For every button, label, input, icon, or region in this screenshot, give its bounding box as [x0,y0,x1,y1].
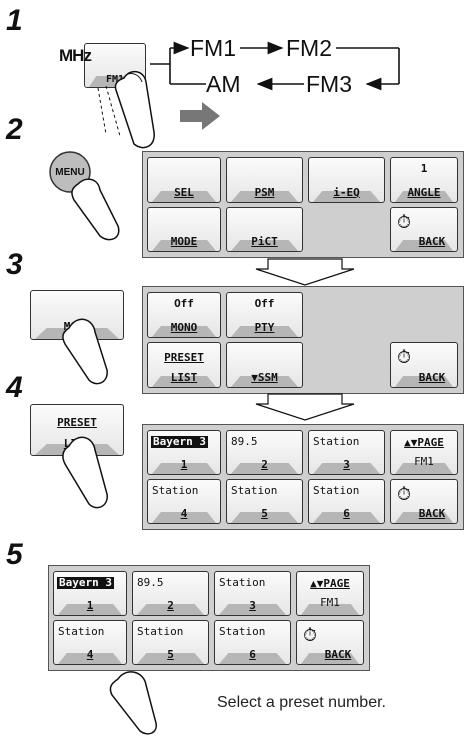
timer-icon: ⏱ [397,212,412,232]
menu-press-graphic [49,151,120,241]
down-arrow-icon [255,393,355,421]
down-arrow-icon [255,258,355,286]
timer-icon: ⏱ [397,484,412,504]
timer-icon: ⏱ [303,625,318,645]
back-button[interactable]: ⏱ BACK [390,207,458,252]
mhz-icon: MHz [59,46,92,65]
page-arrows-icon: ▲▼ [404,436,418,449]
pict-button[interactable]: PiCT [226,207,303,252]
step-number-5: 5 [6,538,23,571]
page-button[interactable]: ▲▼PAGE FM1 [390,430,458,475]
back-button[interactable]: ⏱ BACK [390,479,458,524]
step-number-1: 1 [6,4,23,37]
step-number-4: 4 [6,371,23,404]
back-button[interactable]: ⏱ BACK [296,620,364,665]
flow-am: AM [206,71,241,97]
band-cycle-arrows [150,41,400,91]
flow-fm3: FM3 [306,71,352,97]
finger-press-icon [62,318,108,385]
preset-list-button[interactable]: PRESET LIST [147,342,221,388]
psm-button[interactable]: PSM [226,157,303,203]
page-arrows-icon: ▲▼ [310,577,324,590]
sel-button[interactable]: SEL [147,157,221,203]
band-button[interactable]: FM1 [84,43,146,88]
back-button[interactable]: ⏱ BACK [390,342,458,388]
ssm-button[interactable]: ▼SSM [226,342,303,388]
mono-button[interactable]: Off MONO [147,292,221,338]
finger-press-icon [97,70,220,149]
pty-button[interactable]: Off PTY [226,292,303,338]
mode-button[interactable]: MODE [147,207,221,252]
finger-point-icon [109,671,157,735]
step-number-3: 3 [6,248,23,281]
ssm-arrow-icon: ▼ [251,371,258,384]
instruction-caption: Select a preset number. [217,694,386,711]
flow-fm1: FM1 [190,35,236,61]
flow-fm2: FM2 [286,35,332,61]
timer-icon: ⏱ [397,347,412,367]
finger-press-icon [62,436,108,509]
page-button[interactable]: ▲▼PAGE FM1 [296,571,364,616]
step-number-2: 2 [6,113,23,146]
angle-button[interactable]: 1 ANGLE [390,157,458,203]
band-button-label: FM1 [105,74,125,85]
menu-button-label[interactable]: MENU [55,167,85,178]
i-eq-button[interactable]: i-EQ [308,157,385,203]
